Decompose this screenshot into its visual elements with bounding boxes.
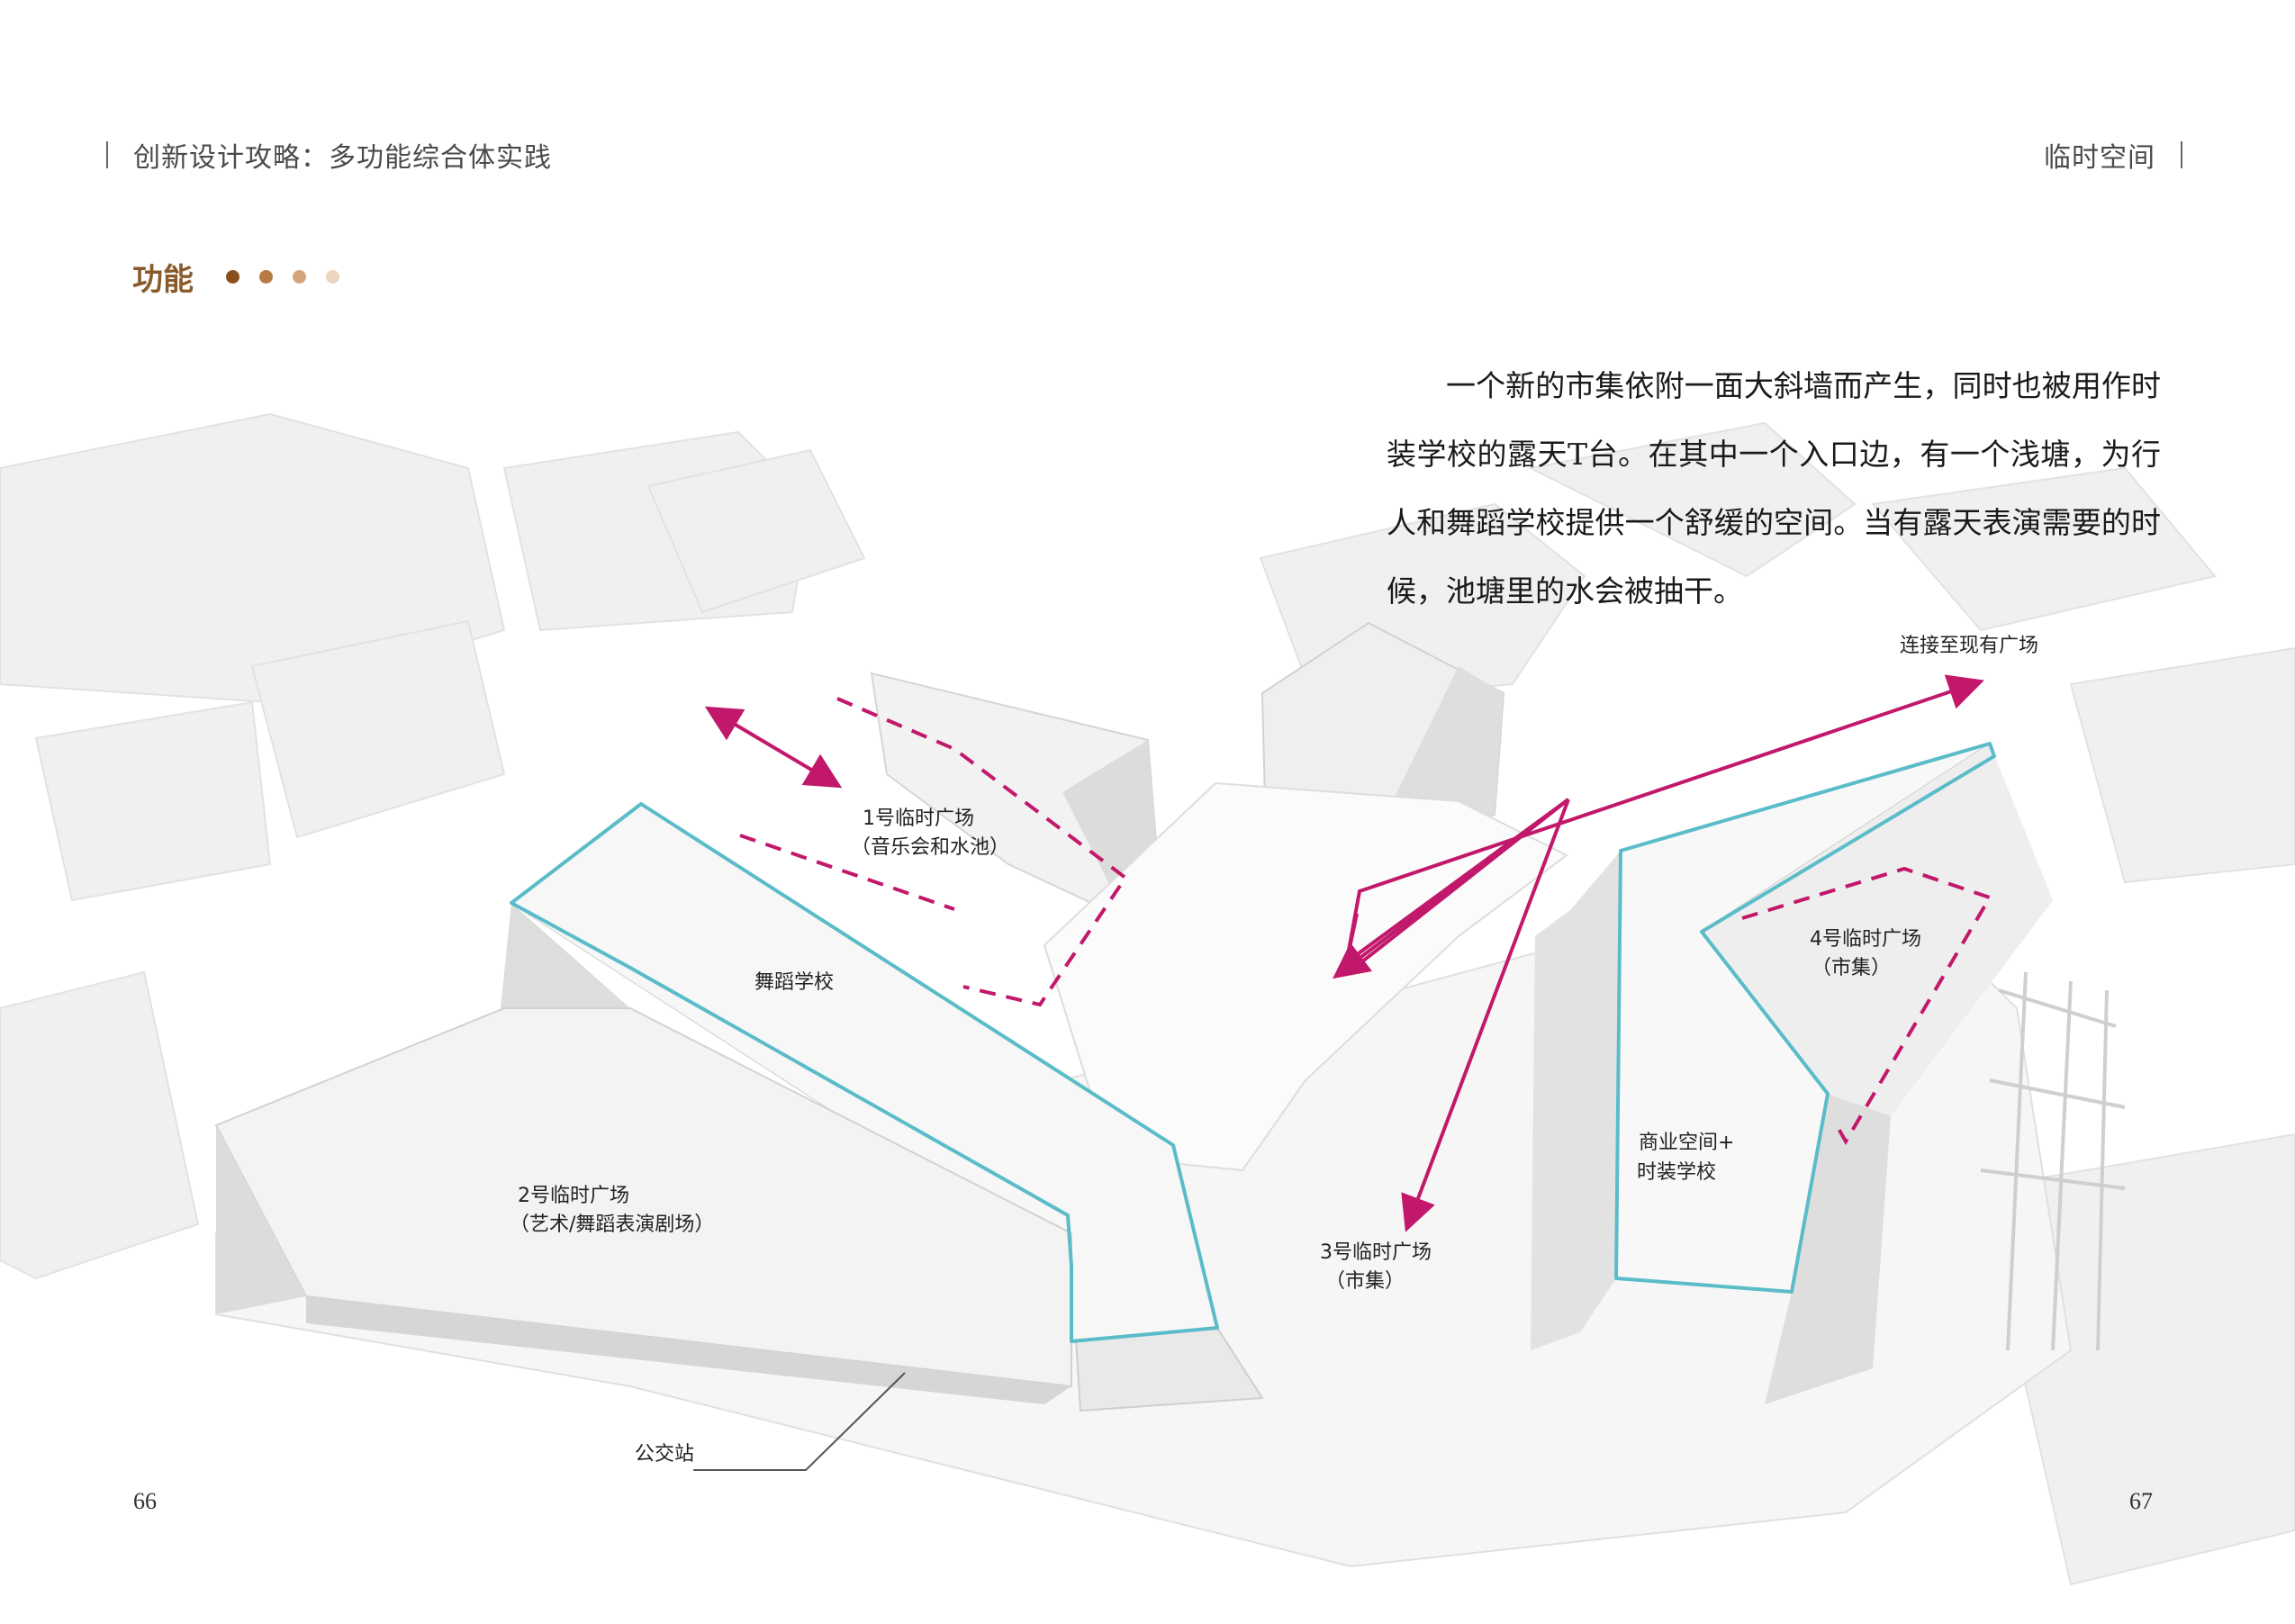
label-connect-plaza: 连接至现有广场 bbox=[1900, 635, 2038, 657]
page-number-right: 67 bbox=[2129, 1488, 2153, 1514]
running-header-left: 创新设计攻略：多功能综合体实践 bbox=[106, 135, 552, 175]
page-number-left: 66 bbox=[133, 1488, 157, 1514]
model-labels: 1号临时广场 （音乐会和水池） 舞蹈学校 2号临时广场 （艺术/舞蹈表演剧场） … bbox=[510, 635, 2038, 1466]
label-plaza-1-use: （音乐会和水池） bbox=[851, 836, 1009, 859]
section-dots bbox=[226, 270, 339, 284]
chapter-title: 临时空间 bbox=[2044, 142, 2155, 174]
label-plaza-2-name: 2号临时广场 bbox=[518, 1185, 629, 1207]
bus-stop-leader bbox=[693, 1372, 906, 1471]
label-fashion-school: 时装学校 bbox=[1637, 1161, 1716, 1184]
label-plaza-2-use: （艺术/舞蹈表演剧场） bbox=[510, 1213, 714, 1236]
book-title: 创新设计攻略：多功能综合体实践 bbox=[133, 142, 552, 174]
commercial-building bbox=[1531, 743, 2053, 1404]
label-plaza-3-name: 3号临时广场 bbox=[1320, 1241, 1432, 1264]
circulation-arrows bbox=[704, 674, 1984, 1232]
label-plaza-4-use: （市集） bbox=[1812, 957, 1891, 979]
dot-4 bbox=[326, 270, 339, 284]
dot-2 bbox=[259, 270, 273, 284]
plaza-dash-outlines bbox=[739, 697, 1992, 1146]
label-dance-school: 舞蹈学校 bbox=[754, 971, 834, 994]
right-lattice bbox=[1980, 971, 2126, 1351]
header-divider bbox=[2181, 141, 2182, 168]
label-plaza-4-name: 4号临时广场 bbox=[1810, 928, 1921, 951]
running-header-right: 临时空间 bbox=[2044, 135, 2182, 175]
section-title: 功能 bbox=[132, 262, 194, 298]
dot-3 bbox=[293, 270, 306, 284]
label-bus-stop: 公交站 bbox=[635, 1443, 694, 1466]
cyan-outlines bbox=[510, 742, 1996, 1343]
label-plaza-3-use: （市集） bbox=[1325, 1270, 1405, 1293]
label-plaza-1-name: 1号临时广场 bbox=[863, 807, 974, 830]
dot-1 bbox=[226, 270, 239, 284]
section-heading: 功能 bbox=[132, 255, 339, 299]
header-divider bbox=[106, 141, 108, 168]
label-commercial: 商业空间+ bbox=[1639, 1132, 1734, 1154]
body-paragraph: 一个新的市集依附一面大斜墙而产生，同时也被用作时装学校的露天T台。在其中一个入口… bbox=[1387, 368, 2161, 609]
context-buildings bbox=[0, 412, 2295, 1586]
plaza-2-wedge bbox=[214, 1007, 1072, 1404]
